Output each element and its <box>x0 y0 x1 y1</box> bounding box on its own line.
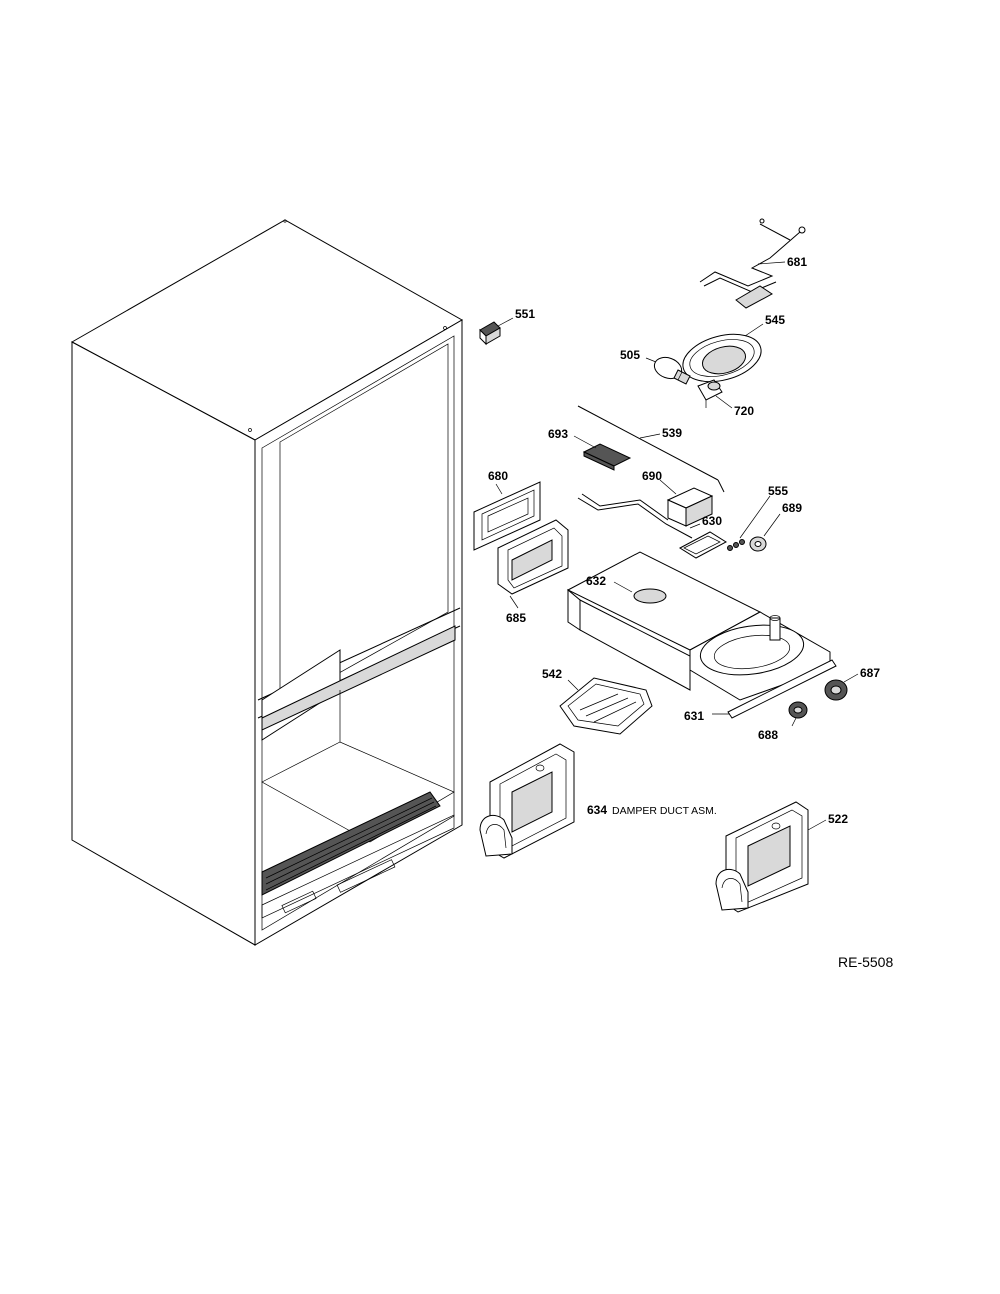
part-label-634: 634 <box>587 803 607 817</box>
part-545-lamp-cover[interactable]: 545 <box>678 313 786 390</box>
part-630-control-board[interactable]: 630 <box>577 493 727 559</box>
part-label-690: 690 <box>642 469 662 483</box>
part-label-555: 555 <box>768 484 788 498</box>
part-label-681: 681 <box>787 255 807 269</box>
part-label-632: 632 <box>586 574 606 588</box>
part-689-grommet[interactable]: 689 <box>749 501 802 552</box>
part-539-rod[interactable]: 539 <box>577 405 725 493</box>
part-681-wire-harness[interactable]: 681 <box>699 218 807 309</box>
part-label-551: 551 <box>515 307 535 321</box>
part-label-680: 680 <box>488 469 508 483</box>
part-label-522: 522 <box>828 812 848 826</box>
part-description-634: DAMPER DUCT ASM. <box>612 805 717 817</box>
part-label-688: 688 <box>758 728 778 742</box>
part-688-knob[interactable]: 688 <box>758 701 808 742</box>
part-label-539: 539 <box>662 426 682 440</box>
part-label-505: 505 <box>620 348 640 362</box>
part-label-689: 689 <box>782 501 802 515</box>
part-680-control-housing[interactable]: 680 <box>473 469 541 551</box>
part-634-damper-duct[interactable]: 634 DAMPER DUCT ASM. <box>479 743 717 859</box>
part-522-damper-cover[interactable]: 522 <box>715 801 848 913</box>
part-label-693: 693 <box>548 427 568 441</box>
part-687-knob[interactable]: 687 <box>824 666 880 701</box>
part-720-lamp-socket[interactable]: 720 <box>697 379 754 418</box>
part-label-720: 720 <box>734 404 754 418</box>
part-label-542: 542 <box>542 667 562 681</box>
part-542-bracket[interactable]: 542 <box>542 667 653 735</box>
part-505-light-bulb[interactable]: 505 <box>620 348 691 385</box>
part-693-pad[interactable]: 693 <box>548 427 632 471</box>
part-685-dispenser-cover[interactable]: 685 <box>497 519 569 625</box>
part-555-screws[interactable]: 555 <box>727 484 789 551</box>
part-632-duct-tray[interactable]: 632 <box>566 551 831 701</box>
part-690-control-box[interactable]: 690 <box>642 469 714 527</box>
part-551-switch[interactable]: 551 <box>479 307 535 346</box>
part-label-685: 685 <box>506 611 526 625</box>
part-label-687: 687 <box>860 666 880 680</box>
part-631-trim-strip[interactable]: 631 <box>684 659 837 723</box>
part-label-630: 630 <box>702 514 722 528</box>
refrigerator-cabinet <box>70 219 464 946</box>
part-label-545: 545 <box>765 313 785 327</box>
document-code: RE-5508 <box>838 954 893 970</box>
part-label-631: 631 <box>684 709 704 723</box>
